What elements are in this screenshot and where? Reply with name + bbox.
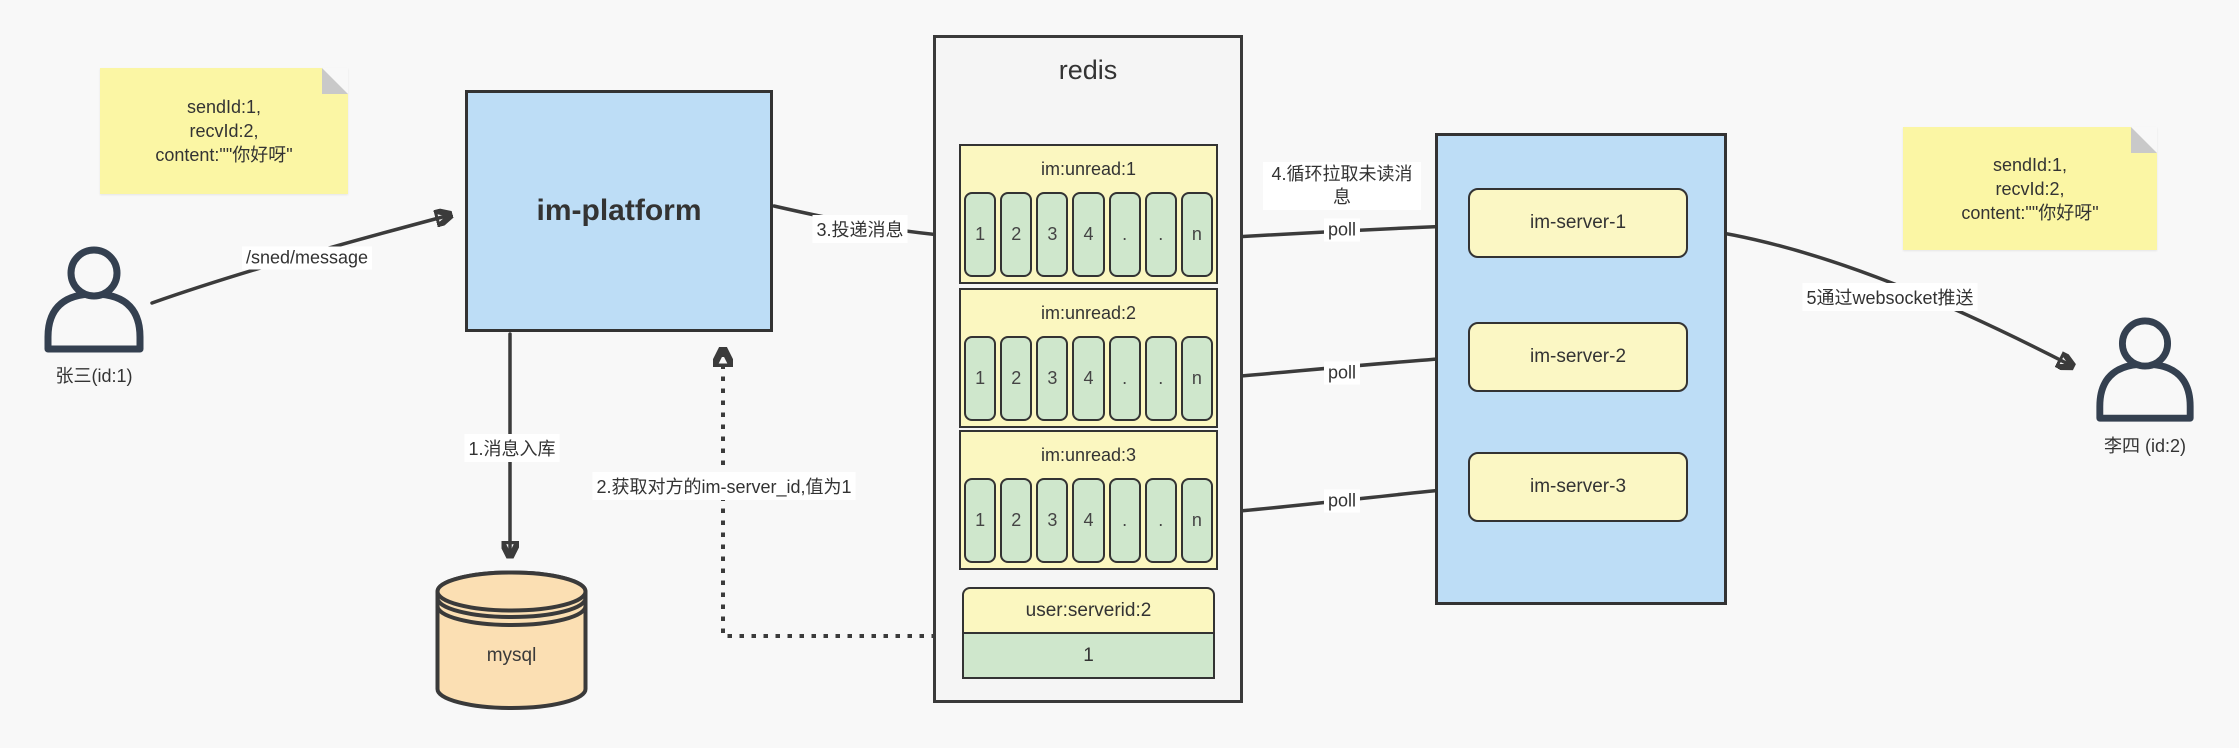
queue-cell: . (1144, 336, 1177, 421)
queue-cell: n (1180, 192, 1213, 277)
queue-cell: 1 (964, 192, 997, 277)
receiver-label: 李四 (id:2) (2103, 436, 2186, 456)
sender-label: 张三(id:1) (55, 366, 133, 386)
im-server-2-label: im-server-2 (1529, 346, 1627, 367)
queue-cell: . (1144, 478, 1177, 563)
note-line: content:""你好呀" (155, 145, 293, 165)
queue-name: im:unread:3 (1040, 444, 1137, 465)
sender-message-note: sendId:1, recvId:2, content:""你好呀" (100, 68, 348, 194)
queue-cell: 2 (1000, 478, 1033, 563)
queue-cell: 4 (1072, 336, 1105, 421)
note-fold-icon (2131, 127, 2157, 153)
im-platform-box: im-platform (465, 90, 773, 332)
queue-cell: 1 (964, 336, 997, 421)
note-line: recvId:2, (1995, 178, 2065, 199)
edge-label-push: 5通过websocket推送 (1802, 283, 1978, 311)
im-platform-label: im-platform (536, 194, 702, 227)
receiver-user-icon (2090, 316, 2200, 426)
edge-label-send: /sned/message (241, 246, 373, 270)
queue-cell: 3 (1036, 336, 1069, 421)
queue-cell: n (1180, 478, 1213, 563)
edge-label-fetch: 2.获取对方的im-server_id,值为1 (592, 472, 856, 500)
queue-cell: 4 (1072, 478, 1105, 563)
im-server-3-label: im-server-3 (1529, 476, 1627, 497)
im-server-2-box: im-server-2 (1468, 322, 1688, 392)
receiver-message-note: sendId:1, recvId:2, content:""你好呀" (1903, 127, 2157, 250)
mysql-database-icon (435, 570, 588, 712)
queue-im-unread-1: im:unread:1 1 2 3 4 . . n (959, 144, 1218, 284)
im-server-3-box: im-server-3 (1468, 452, 1688, 522)
sender-user-icon (38, 245, 150, 357)
edge-label-poll-1: poll (1323, 218, 1361, 242)
edge-label-poll-3: poll (1323, 489, 1361, 513)
note-line: recvId:2, (189, 121, 259, 141)
im-server-1-box: im-server-1 (1468, 188, 1688, 258)
queue-cell: 3 (1036, 192, 1069, 277)
queue-cell: n (1180, 336, 1213, 421)
queue-cell: 3 (1036, 478, 1069, 563)
queue-name: im:unread:2 (1040, 302, 1137, 323)
queue-cell: 1 (964, 478, 997, 563)
queue-cell: . (1108, 336, 1141, 421)
queue-cell: . (1144, 192, 1177, 277)
queue-cell: . (1108, 478, 1141, 563)
note-line: content:""你好呀" (1961, 202, 2099, 223)
user-serverid-key: user:serverid:2 (962, 587, 1215, 634)
queue-cell: . (1108, 192, 1141, 277)
queue-cell: 4 (1072, 192, 1105, 277)
edge-label-store: 1.消息入库 (464, 434, 560, 462)
edge-label-pull: 4.循环拉取未读消息 (1263, 162, 1421, 210)
edge-label-poll-2: poll (1323, 361, 1361, 385)
mysql-label: mysql (486, 645, 537, 666)
im-server-1-label: im-server-1 (1529, 212, 1627, 233)
note-fold-icon (322, 68, 348, 94)
queue-cell: 2 (1000, 336, 1033, 421)
user-serverid-value: 1 (962, 634, 1215, 679)
queue-im-unread-2: im:unread:2 1 2 3 4 . . n (959, 288, 1218, 428)
redis-title: redis (1058, 55, 1118, 85)
user-serverid-box: user:serverid:2 1 (962, 587, 1215, 679)
note-line: sendId:1, (1992, 154, 2068, 175)
note-line: sendId:1, (186, 97, 262, 117)
edge-label-deliver: 3.投递消息 (812, 215, 908, 243)
queue-im-unread-3: im:unread:3 1 2 3 4 . . n (959, 430, 1218, 570)
queue-cell: 2 (1000, 192, 1033, 277)
queue-name: im:unread:1 (1040, 158, 1137, 179)
